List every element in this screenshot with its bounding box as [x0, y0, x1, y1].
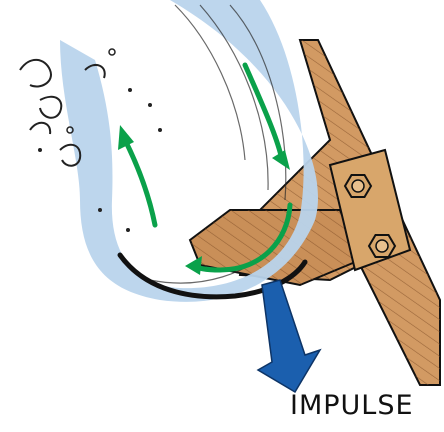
bolt-icon	[345, 175, 371, 197]
bolt-icon	[369, 235, 395, 257]
impulse-label: IMPULSE	[290, 392, 414, 419]
impulse-arrow-icon	[258, 280, 320, 392]
